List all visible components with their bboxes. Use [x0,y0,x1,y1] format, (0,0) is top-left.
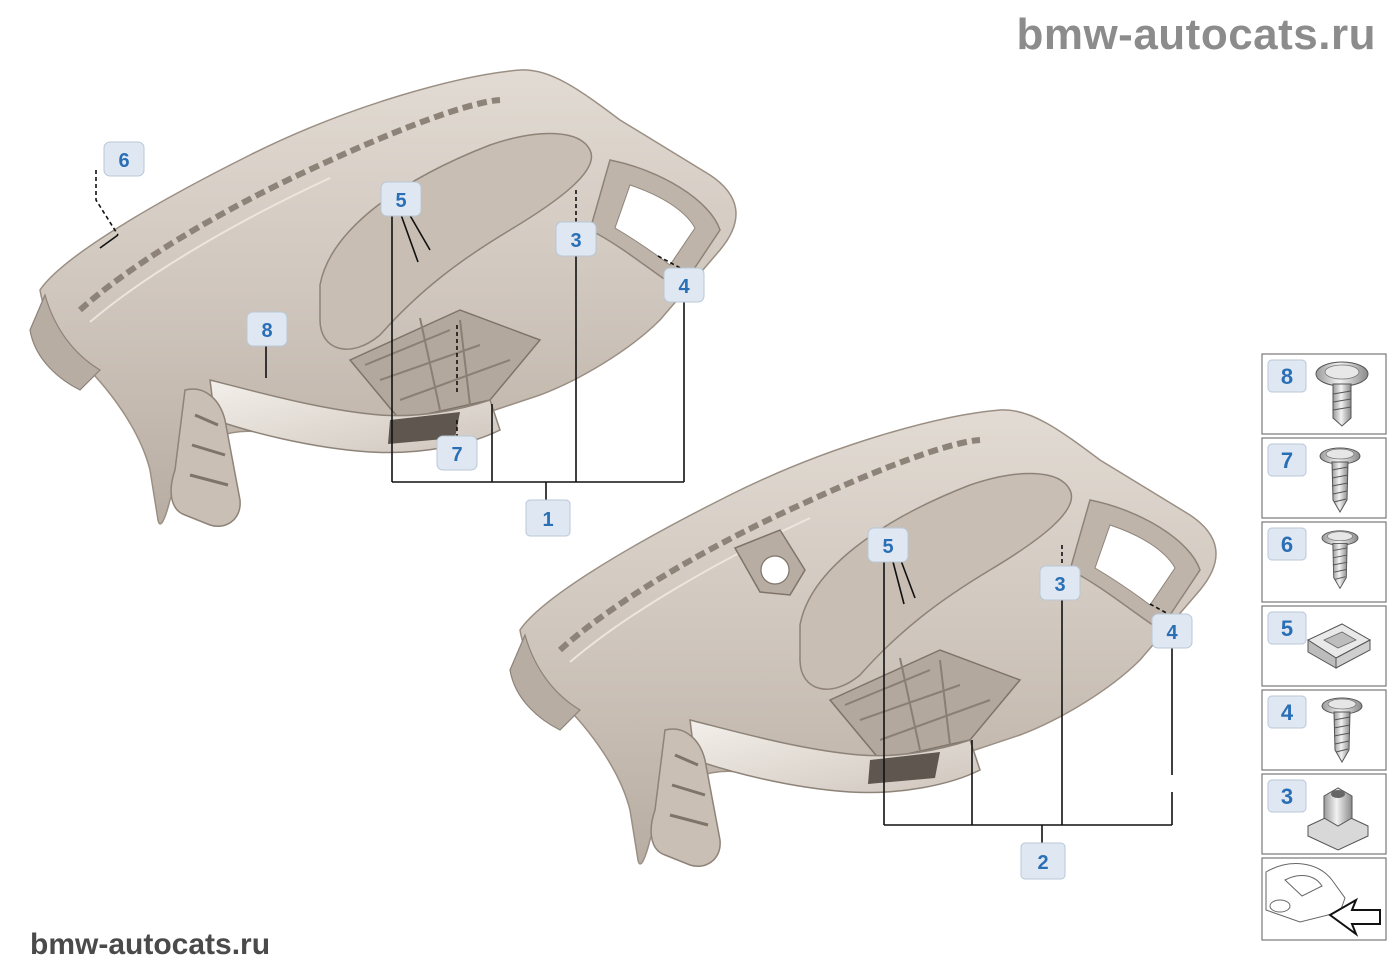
watermark-bottom: bmw-autocats.ru [30,928,271,961]
callout-label: 5 [882,536,893,558]
part-8: 8 [1261,353,1387,435]
callout-top-5: 5 [380,181,422,217]
callout-label: 4 [1166,622,1178,644]
part-5: 5 [1261,605,1387,687]
callout-top-6: 6 [103,141,145,177]
callout-label: 5 [395,190,406,212]
callout-label: 8 [261,320,272,342]
part-7: 7 [1261,437,1387,519]
callout-label: 6 [118,150,129,172]
callout-label: 3 [570,230,581,252]
group-label: 1 [542,509,553,531]
part-label: 4 [1281,700,1294,725]
dashboard-assembly-bottom [510,410,1216,866]
part-3: 3 [1261,773,1387,855]
part-label: 5 [1281,616,1293,641]
part-label: 7 [1281,448,1293,473]
group-label-2: 2 [1020,842,1066,880]
callout-top-7: 7 [436,435,478,471]
screw-wide-head-icon [1315,361,1369,427]
callout-top-4: 4 [663,267,705,303]
part-label: 3 [1281,784,1293,809]
group-label: 2 [1037,852,1048,874]
part-4: 4 [1261,689,1387,771]
callout-bottom-5: 5 [867,527,909,563]
watermark-top: bmw-autocats.ru [1016,10,1376,59]
car-orientation-icon [1265,863,1381,937]
leader-lines-bottom [883,545,1173,845]
leader-lines-top [95,170,685,502]
hex-nut-icon [1307,787,1369,851]
part-6: 6 [1261,521,1387,603]
part-label: 6 [1281,532,1293,557]
parts-panel: 8 7 6 5 [1261,353,1387,941]
dashboard-assembly-top [30,70,736,526]
part-car-orientation [1261,857,1387,941]
part-label: 8 [1281,364,1293,389]
callout-label: 7 [451,444,462,466]
callout-top-8: 8 [246,311,288,347]
callout-bottom-3: 3 [1039,565,1081,601]
clip-nut-icon [1306,623,1372,669]
callout-bottom-4: 4 [1151,613,1193,649]
group-label-1: 1 [525,499,571,537]
callout-top-3: 3 [555,221,597,257]
callout-label: 3 [1054,574,1065,596]
callout-label: 4 [678,276,690,298]
